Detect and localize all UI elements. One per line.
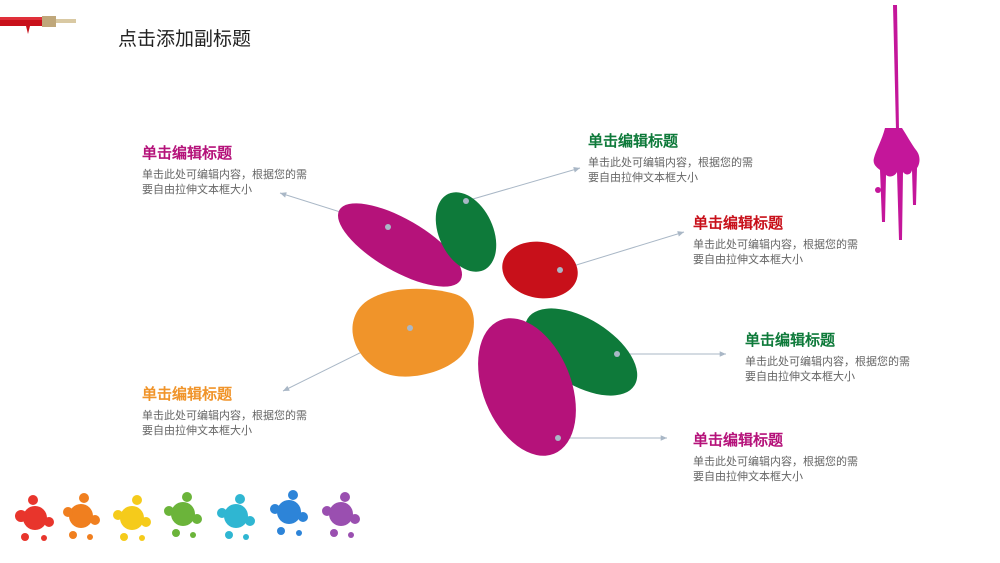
connector-arrow	[465, 167, 581, 202]
block-body-line: 要自由拉伸文本框大小	[693, 253, 803, 266]
petal-green-bottom	[524, 308, 638, 396]
block-body-line: 单击此处可编辑内容，根据您的需	[745, 355, 910, 368]
connector-dot	[614, 351, 620, 357]
text-block-right-upper[interactable]: 单击编辑标题 单击此处可编辑内容，根据您的需 要自由拉伸文本框大小	[693, 213, 893, 267]
block-body: 单击此处可编辑内容，根据您的需 要自由拉伸文本框大小	[588, 155, 788, 185]
paint-drip-icon	[873, 5, 920, 240]
block-body-line: 要自由拉伸文本框大小	[142, 424, 252, 437]
paint-splats-icon	[15, 490, 360, 541]
block-body-line: 要自由拉伸文本框大小	[588, 171, 698, 184]
text-block-right-bottom[interactable]: 单击编辑标题 单击此处可编辑内容，根据您的需 要自由拉伸文本框大小	[693, 430, 893, 484]
block-title: 单击编辑标题	[745, 331, 836, 349]
block-body-line: 单击此处可编辑内容，根据您的需	[588, 156, 753, 169]
brush-stroke-icon	[0, 16, 76, 34]
block-body-line: 要自由拉伸文本框大小	[745, 370, 855, 383]
flower-diagram	[338, 192, 638, 456]
connector-dot	[463, 198, 469, 204]
text-block-right-top[interactable]: 单击编辑标题 单击此处可编辑内容，根据您的需 要自由拉伸文本框大小	[588, 131, 788, 185]
petal-magenta-bottom	[478, 318, 576, 456]
petal-orange	[352, 288, 474, 377]
block-body-line: 单击此处可编辑内容，根据您的需	[142, 168, 307, 181]
block-body-line: 要自由拉伸文本框大小	[142, 183, 252, 196]
block-body: 单击此处可编辑内容，根据您的需 要自由拉伸文本框大小	[142, 408, 342, 438]
text-block-left-top[interactable]: 单击编辑标题 单击此处可编辑内容，根据您的需 要自由拉伸文本框大小	[142, 143, 342, 197]
petal-green-top	[435, 192, 497, 272]
block-body-line: 单击此处可编辑内容，根据您的需	[693, 238, 858, 251]
block-body: 单击此处可编辑内容，根据您的需 要自由拉伸文本框大小	[693, 237, 893, 267]
block-body-line: 要自由拉伸文本框大小	[693, 470, 803, 483]
connector-dot	[407, 325, 413, 331]
block-title: 单击编辑标题	[693, 214, 784, 232]
block-body: 单击此处可编辑内容，根据您的需 要自由拉伸文本框大小	[745, 354, 945, 384]
block-title: 单击编辑标题	[588, 132, 679, 150]
block-title: 单击编辑标题	[142, 385, 233, 403]
petal-red	[502, 241, 578, 299]
block-title: 单击编辑标题	[142, 144, 233, 162]
connector-dot	[385, 224, 391, 230]
connector-lines	[279, 167, 726, 441]
connector-dot	[555, 435, 561, 441]
petal-magenta-top	[338, 203, 462, 287]
slide-subtitle[interactable]: 点击添加副标题	[118, 28, 252, 50]
block-body-line: 单击此处可编辑内容，根据您的需	[142, 409, 307, 422]
text-block-left-bottom[interactable]: 单击编辑标题 单击此处可编辑内容，根据您的需 要自由拉伸文本框大小	[142, 384, 342, 438]
connector-arrow	[559, 231, 685, 271]
block-body-line: 单击此处可编辑内容，根据您的需	[693, 455, 858, 468]
connector-dots	[385, 198, 620, 441]
text-block-right-middle[interactable]: 单击编辑标题 单击此处可编辑内容，根据您的需 要自由拉伸文本框大小	[745, 330, 945, 384]
block-title: 单击编辑标题	[693, 431, 784, 449]
connector-dot	[557, 267, 563, 273]
block-body: 单击此处可编辑内容，根据您的需 要自由拉伸文本框大小	[693, 454, 893, 484]
block-body: 单击此处可编辑内容，根据您的需 要自由拉伸文本框大小	[142, 167, 342, 197]
